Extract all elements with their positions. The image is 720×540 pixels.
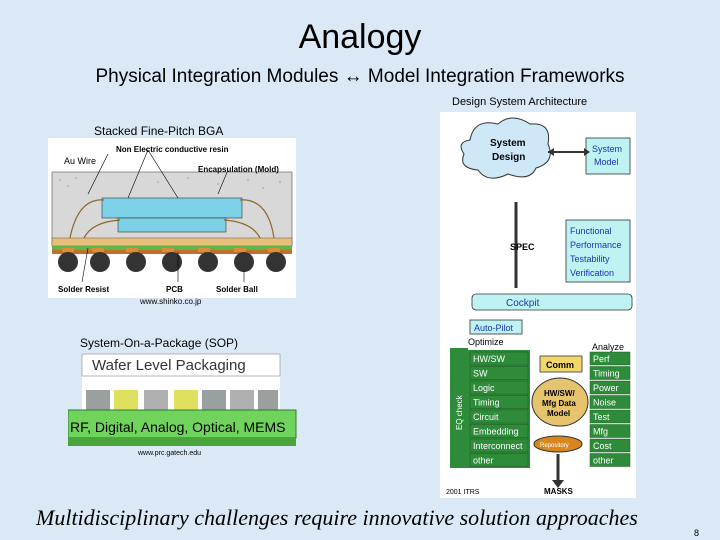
dsa-autopilot-label: Auto-Pilot bbox=[474, 323, 514, 333]
dsa-system-model-1: System bbox=[592, 144, 622, 154]
dsa-left-item-box bbox=[469, 438, 529, 453]
dsa-func-1: Performance bbox=[570, 240, 622, 250]
dsa-func-2: Testability bbox=[570, 254, 610, 264]
dsa-right-item-box bbox=[589, 438, 631, 453]
dsa-analyze-label: Analyze bbox=[592, 342, 624, 352]
sop-diagram: Wafer Level Packaging RF, Digital, Analo… bbox=[68, 353, 297, 446]
sop-label: System-On-a-Package (SOP) bbox=[80, 336, 239, 350]
dsa-repository-label: Repository bbox=[540, 443, 569, 449]
dsa-right-item-box bbox=[589, 380, 631, 395]
dsa-left-item-label: other bbox=[473, 456, 494, 466]
bga-pcb-label: PCB bbox=[166, 285, 183, 294]
dsa-right-item-label: Cost bbox=[593, 441, 612, 451]
dsa-right-item-label: other bbox=[593, 456, 614, 466]
dsa-itrs-label: 2001 ITRS bbox=[446, 489, 480, 496]
bga-mold-label: Encapsulation (Mold) bbox=[198, 165, 279, 174]
dsa-right-item-box bbox=[589, 409, 631, 424]
bga-resin-label: Non Electric conductive resin bbox=[116, 145, 229, 154]
sop-credit: www.prc.gatech.edu bbox=[138, 450, 202, 457]
dsa-right-item-label: Timing bbox=[593, 369, 620, 379]
dsa-center-line-3: Model bbox=[547, 409, 570, 418]
dsa-right-item-box bbox=[589, 366, 631, 380]
dsa-left-item-box bbox=[469, 351, 529, 366]
dsa-comm-label: Comm bbox=[546, 360, 574, 370]
dsa-cloud-line-1: System bbox=[490, 138, 526, 149]
bga-credit: www.shinko.co.jp bbox=[140, 297, 202, 306]
dsa-right-item-box bbox=[589, 351, 631, 366]
slide-title: Analogy bbox=[298, 18, 422, 56]
dsa-label: Design System Architecture bbox=[452, 96, 588, 108]
dsa-masks-label: MASKS bbox=[544, 487, 574, 496]
dsa-spec-label: SPEC bbox=[510, 242, 535, 252]
dsa-right-item-box bbox=[589, 453, 631, 467]
dsa-diagram: System Design System Model SPEC Function… bbox=[440, 112, 636, 498]
dsa-optimize-label: Optimize bbox=[468, 337, 504, 347]
dsa-left-item-box bbox=[469, 366, 529, 380]
dsa-right-item-label: Noise bbox=[593, 398, 616, 408]
dsa-right-item-box bbox=[589, 424, 631, 438]
dsa-func-3: Verification bbox=[570, 268, 614, 278]
dsa-left-item-label: Timing bbox=[473, 398, 500, 408]
dsa-left-item-label: Circuit bbox=[473, 412, 499, 422]
dsa-left-item-label: HW/SW bbox=[473, 354, 505, 364]
dsa-func-0: Functional bbox=[570, 226, 612, 236]
dsa-right-item-label: Test bbox=[593, 412, 610, 422]
dsa-left-item-box bbox=[469, 380, 529, 395]
dsa-left-item-label: SW bbox=[473, 369, 488, 379]
sop-rf-label: RF, Digital, Analog, Optical, MEMS bbox=[70, 419, 286, 435]
dsa-left-item-box bbox=[469, 453, 529, 467]
dsa-left-item-box bbox=[469, 395, 529, 409]
dsa-right-item-label: Power bbox=[593, 383, 619, 393]
bga-label: Stacked Fine-Pitch BGA bbox=[94, 124, 224, 138]
dsa-left-item-box bbox=[469, 409, 529, 424]
dsa-right-item-label: Mfg bbox=[593, 427, 608, 437]
dsa-eq-check-label: EQ check bbox=[455, 394, 464, 430]
bga-diagram: Au Wire Non Electric conductive resin En… bbox=[48, 138, 296, 298]
dsa-cockpit-label: Cockpit bbox=[506, 298, 540, 309]
dsa-left-item-label: Interconnect bbox=[473, 441, 523, 451]
footer-text: Multidisciplinary challenges require inn… bbox=[36, 505, 638, 530]
bga-resist-label: Solder Resist bbox=[58, 285, 109, 294]
dsa-right-item-label: Perf bbox=[593, 354, 610, 364]
dsa-cloud-line-2: Design bbox=[492, 152, 525, 163]
dsa-center-line-1: HW/SW/ bbox=[544, 389, 575, 398]
dsa-center-line-2: Mfg Data bbox=[542, 399, 576, 408]
bga-ball-label: Solder Ball bbox=[216, 285, 258, 294]
dsa-left-item-label: Embedding bbox=[473, 427, 519, 437]
slide-subtitle: Physical Integration Modules ↔ Model Int… bbox=[95, 66, 625, 87]
dsa-right-item-box bbox=[589, 395, 631, 409]
dsa-left-item-box bbox=[469, 424, 529, 438]
dsa-system-model-2: Model bbox=[594, 157, 619, 167]
bga-wire-label: Au Wire bbox=[64, 156, 96, 166]
dsa-left-item-label: Logic bbox=[473, 383, 495, 393]
page-number: 8 bbox=[694, 528, 700, 538]
sop-wafer-label: Wafer Level Packaging bbox=[92, 357, 246, 374]
